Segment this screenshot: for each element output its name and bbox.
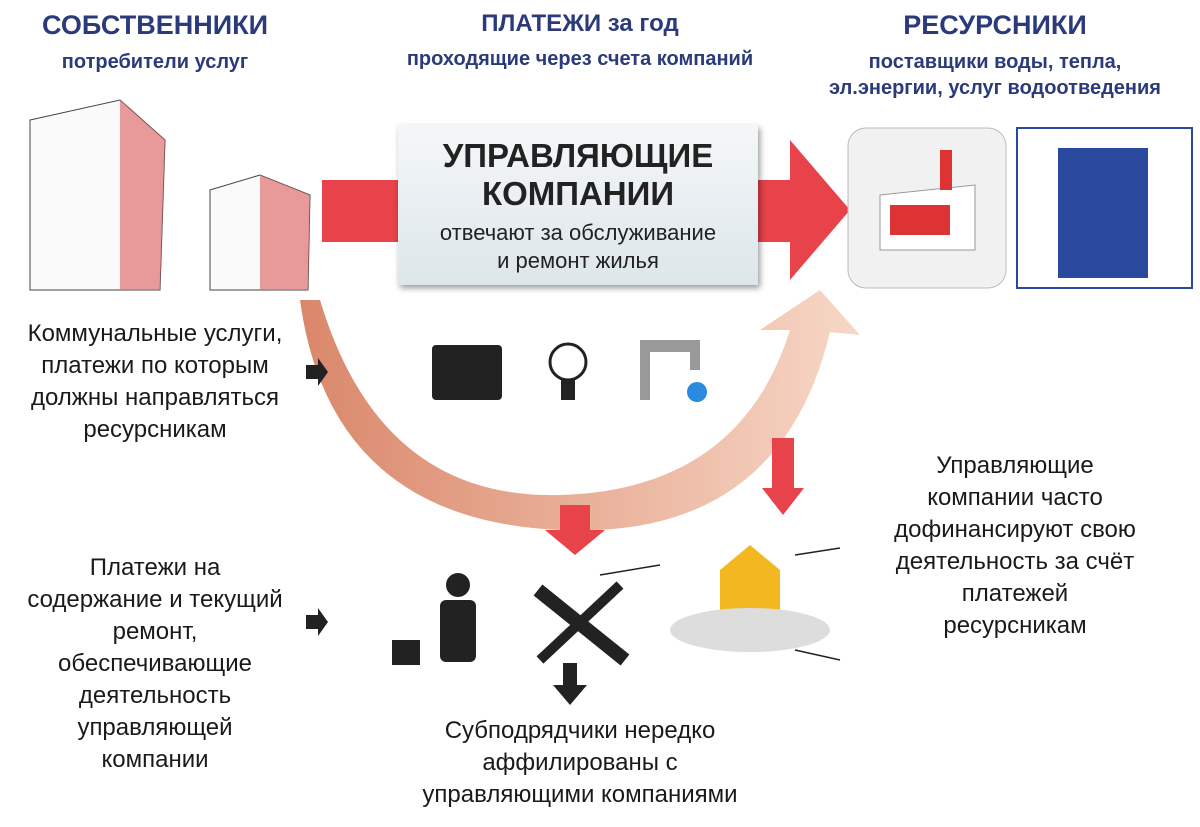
cofinance-note: Управляющие компании часто дофинансируют… [840,450,1190,642]
suppliers-header: РЕСУРСНИКИ поставщики воды, тепла, эл.эн… [790,10,1200,101]
subcontractor-note-line: управляющими компаниями [422,781,738,808]
maintenance-note-line: Платежи на [89,554,221,581]
utility-note: Коммунальные услуги, платежи по которым … [0,318,310,446]
maintenance-note-line: содержание и текущий [27,586,283,613]
cofinance-note-line: дофинансируют свою [894,516,1136,543]
utility-note-line: ресурсникам [83,416,227,443]
owners-title: СОБСТВЕННИКИ [42,10,268,40]
subcontractor-note-line: Субподрядчики нередко [444,717,716,744]
payments-subtitle: проходящие через счета компаний [406,48,754,70]
maintenance-note: Платежи на содержание и текущий ремонт, … [0,552,310,776]
small-building-icon [209,174,311,291]
maintenance-note-line: деятельность [78,682,232,709]
subcontractor-note-line: аффилированы с [482,749,678,776]
red-down-arrow [545,505,605,555]
cofinance-note-line: деятельность за счёт [895,548,1135,575]
utility-note-line: Коммунальные услуги, [27,320,283,347]
payments-title: ПЛАТЕЖИ за год [481,10,679,37]
arrow-to-management [322,180,402,242]
cofinance-note-line: платежей [961,580,1069,607]
utility-note-line: платежи по которым [41,352,269,379]
owners-header: СОБСТВЕННИКИ потребители услуг [20,10,290,75]
suppliers-title: РЕСУРСНИКИ [903,10,1087,40]
bracket-line [599,547,841,661]
maintenance-note-line: ремонт, [112,618,198,645]
tools-icon [533,581,630,666]
cleaner-icon [392,573,476,665]
striped-down-arrow [762,438,804,515]
cofinance-note-line: Управляющие [936,452,1094,479]
subcontractor-note: Субподрядчики нередко аффилированы с упр… [390,715,770,811]
office-building-icon [1016,127,1193,289]
management-meeting-icon [670,545,830,652]
black-striped-down-arrow [553,663,587,705]
management-title-1: УПРАВЛЯЮЩИЕ [442,137,714,174]
maintenance-note-line: обеспечивающие [58,650,252,677]
radiator-icon [432,345,502,400]
maintenance-note-line: компании [101,746,209,773]
utility-note-line: должны направляться [30,384,280,411]
pointer-arrow-maintenance [306,608,328,636]
cofinance-note-line: ресурсникам [943,612,1087,639]
pointer-arrow-utility [306,358,328,386]
tall-building-icon [29,99,166,291]
curved-flow-arrow [300,290,860,531]
payments-header: ПЛАТЕЖИ за год проходящие через счета ко… [360,10,800,72]
management-title-2: КОМПАНИИ [481,175,675,212]
management-companies-box: УПРАВЛЯЮЩИЕ КОМПАНИИ отвечают за обслужи… [398,125,758,285]
owners-subtitle: потребители услуг [61,51,249,73]
factory-icon [847,127,1007,289]
maintenance-note-line: управляющей [77,714,233,741]
suppliers-subtitle-1: поставщики воды, тепла, [868,51,1122,73]
suppliers-subtitle-2: эл.энергии, услуг водоотведения [829,77,1161,99]
arrow-to-suppliers [758,140,850,280]
cofinance-note-line: компании часто [927,484,1103,511]
management-subtitle-2: и ремонт жилья [497,248,659,273]
management-subtitle-1: отвечают за обслуживание [439,220,717,245]
water-tap-icon [640,340,707,402]
light-bulb-icon [548,342,588,400]
